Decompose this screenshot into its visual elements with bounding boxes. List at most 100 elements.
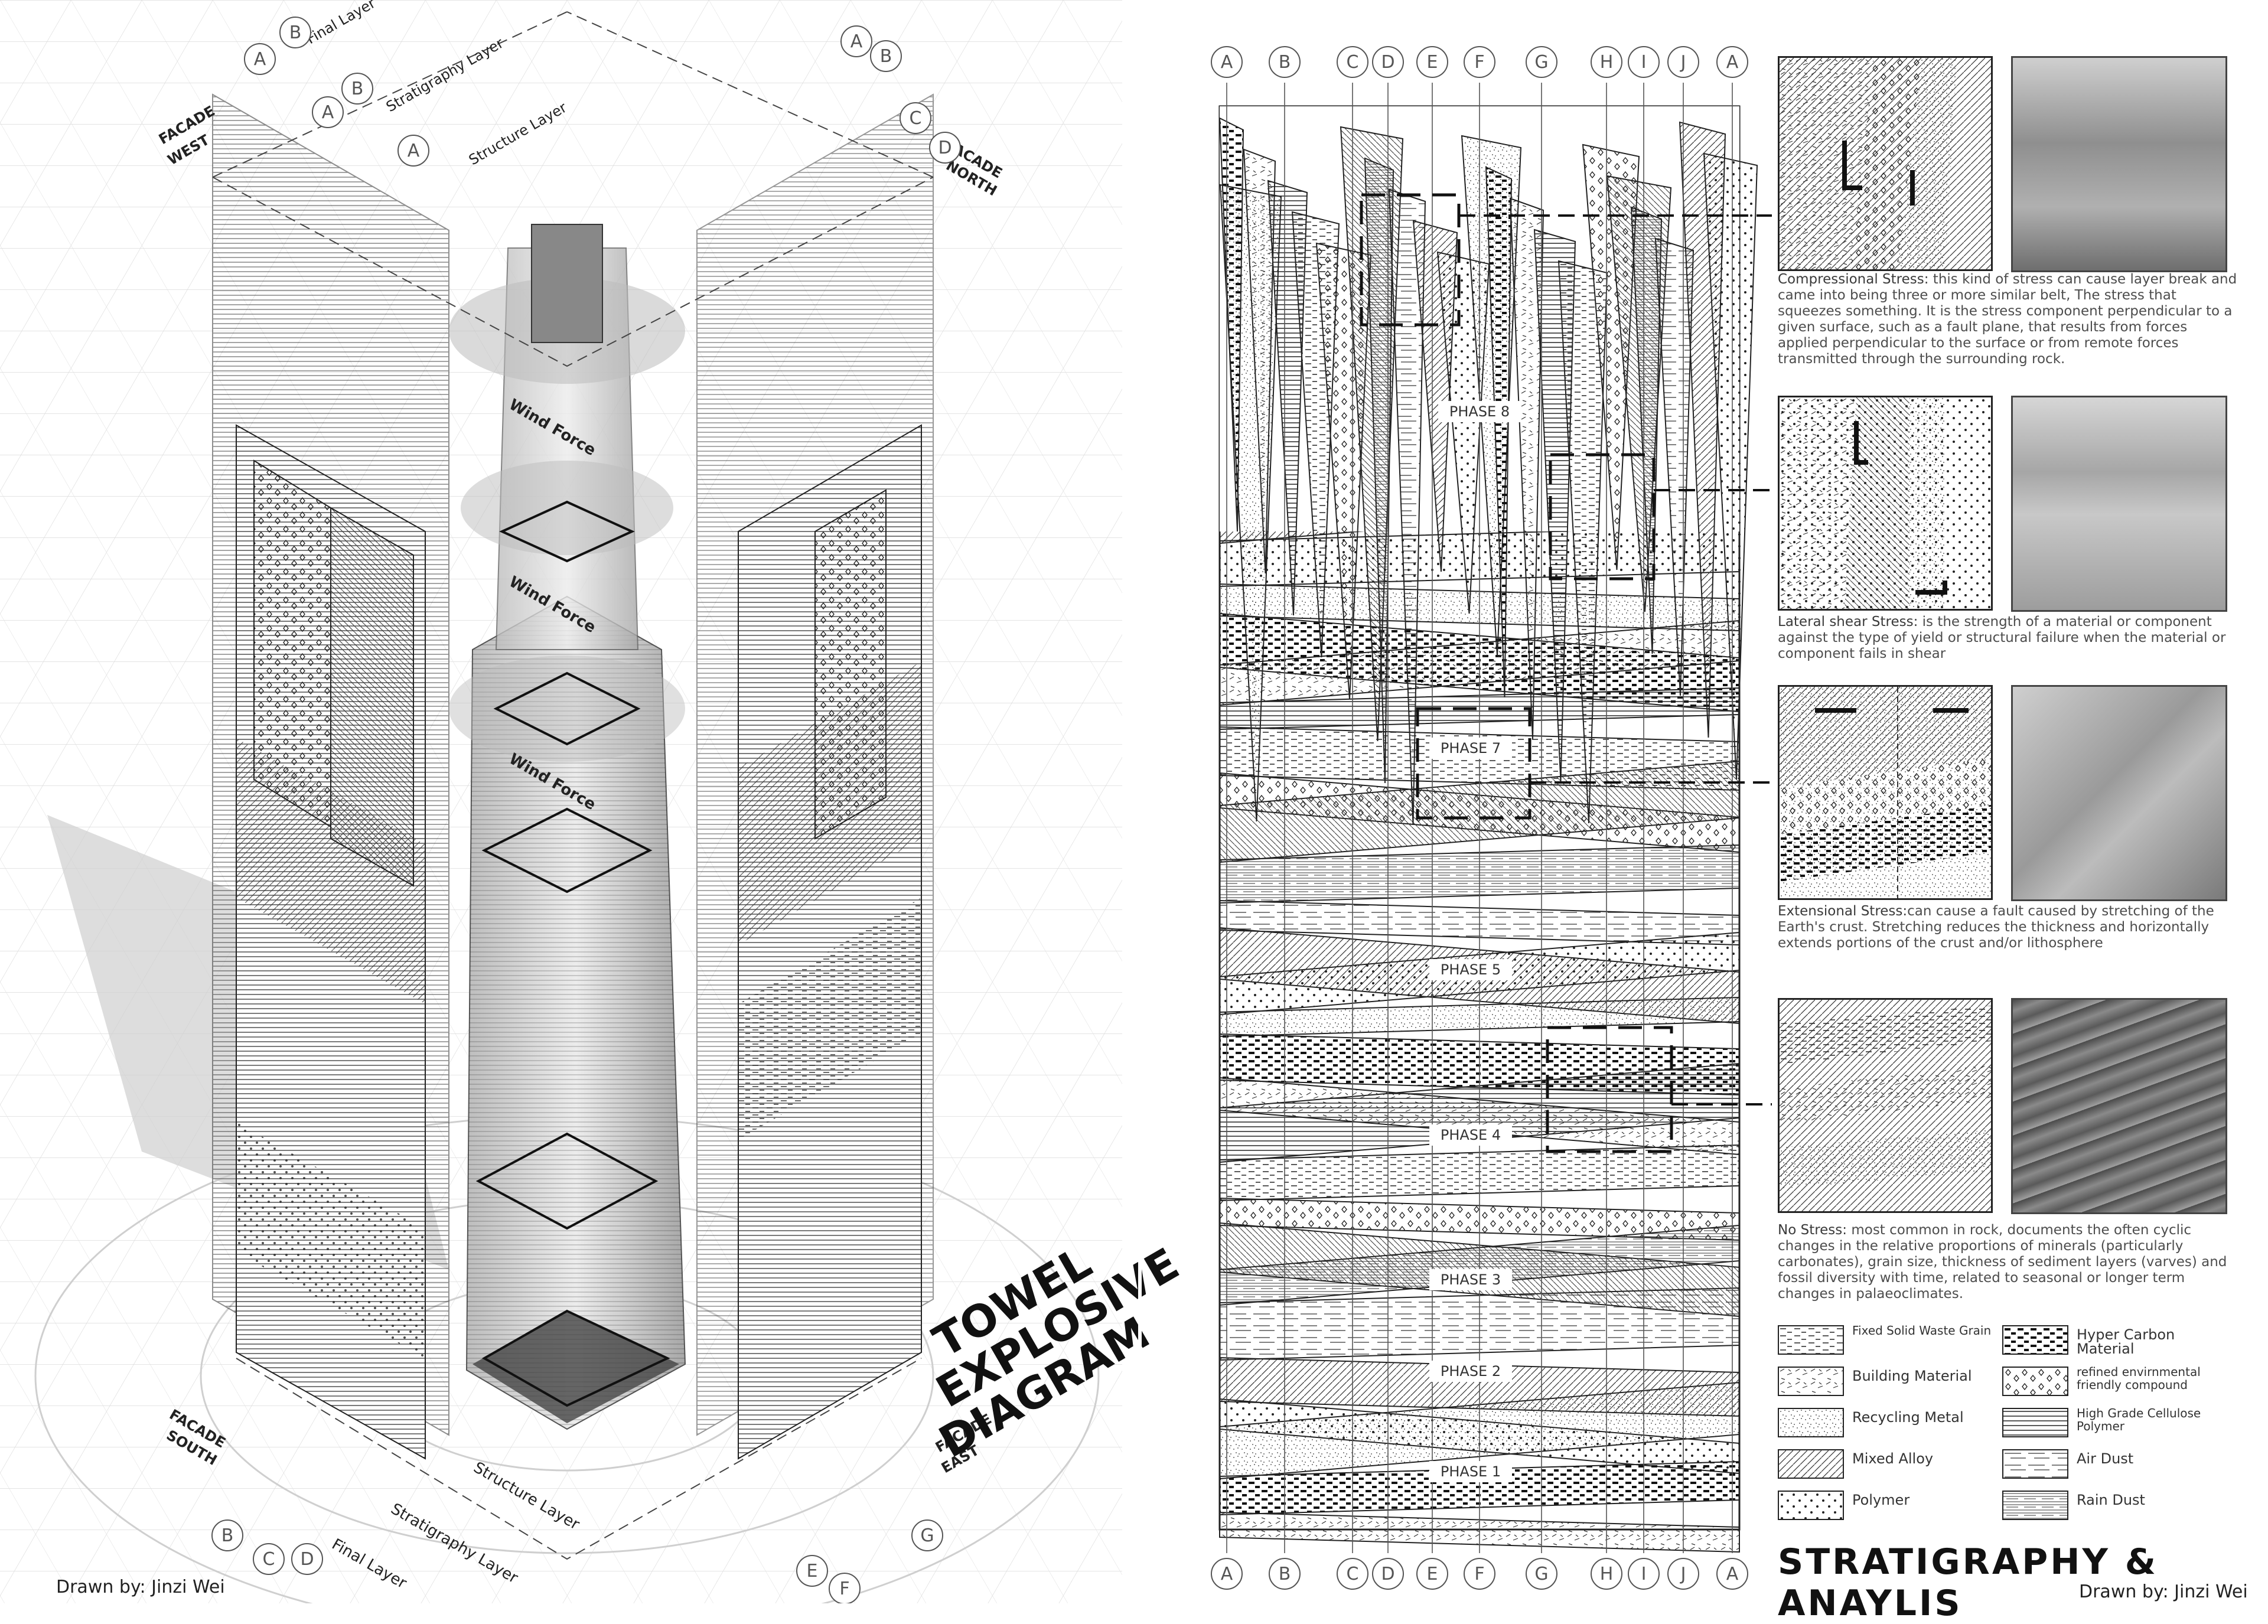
photo-lateral-shear (2011, 396, 2227, 612)
legend-item: Recycling Metal (1778, 1405, 2002, 1441)
lateral-shear-text: is the strength of a material or compone… (1778, 614, 2226, 661)
legend-swatch-air-dust (2002, 1449, 2068, 1479)
central-tower (449, 224, 686, 1430)
svg-text:C: C (1347, 1564, 1359, 1584)
column-bubble-bottom: A (1716, 1558, 1748, 1590)
svg-text:E: E (1427, 52, 1438, 73)
column-bubble-bottom: H (1591, 1558, 1622, 1590)
photo-compressional (2011, 56, 2227, 272)
legend-swatch-polymer (1778, 1491, 1844, 1520)
grid-bubble-bottom: D (291, 1543, 323, 1575)
legend-item: Fixed Solid Waste Grain (1778, 1323, 2002, 1358)
column-bubble-top: C (1337, 46, 1368, 78)
strata-spike (1703, 152, 1758, 780)
phase-label: PHASE 7 (1441, 740, 1501, 756)
photo-no-stress (2011, 998, 2227, 1214)
grid-bubble-bottom: B (211, 1519, 243, 1551)
column-bubble-top: F (1464, 46, 1495, 78)
svg-text:B: B (289, 22, 302, 43)
grid-bubble-top: B (341, 73, 373, 105)
svg-text:J: J (1680, 52, 1686, 73)
column-bubble-top: A (1211, 46, 1243, 78)
svg-text:B: B (221, 1525, 234, 1546)
svg-text:D: D (300, 1549, 314, 1570)
column-bubble-top: A (1716, 46, 1748, 78)
svg-text:B: B (1279, 1564, 1291, 1584)
svg-text:D: D (1381, 52, 1394, 73)
svg-text:J: J (1680, 1564, 1686, 1584)
column-bubble-top: I (1628, 46, 1660, 78)
compressional-description: Compressional Stress: this kind of stres… (1778, 272, 2238, 367)
grid-bubble-top: B (279, 17, 311, 48)
svg-text:E: E (807, 1561, 818, 1581)
svg-text:A: A (1221, 1564, 1233, 1584)
legend-item: Mixed Alloy (1778, 1447, 2002, 1482)
column-bubble-bottom: E (1416, 1558, 1448, 1590)
detail-no-stress (1778, 998, 1993, 1213)
extensional-heading: Extensional Stress: (1778, 904, 1908, 919)
legend-label: refined envirnmental friendly compound (2077, 1365, 2201, 1392)
lateral-shear-description: Lateral shear Stress: is the strength of… (1778, 614, 2238, 662)
svg-text:A: A (1221, 52, 1233, 73)
facade-west-panel (212, 93, 449, 1460)
strata-spike (1557, 260, 1608, 824)
detail-lateral-shear (1778, 396, 1993, 611)
detail-compressional-pattern (1780, 58, 1991, 269)
phase-label-bg (1438, 401, 1521, 422)
grid-bubble-top: A (397, 135, 429, 167)
phase-label-bg (1429, 959, 1512, 980)
legend-swatch-fixed-solid-waste (1778, 1325, 1844, 1355)
credit-left: Drawn by: Jinzi Wei (56, 1577, 225, 1597)
frame-dashed-lines (212, 11, 934, 1560)
legend-label: Hyper Carbon Material (2077, 1326, 2175, 1357)
strata-spike (1654, 237, 1695, 696)
legend-item: Air Dust (2002, 1447, 2227, 1482)
svg-text:H: H (1600, 52, 1614, 73)
svg-text:G: G (920, 1525, 934, 1546)
grid-bubble-top: A (312, 96, 344, 128)
svg-text:A: A (254, 49, 266, 70)
column-bubble-top: E (1416, 46, 1448, 78)
column-bubble-bottom: F (1464, 1558, 1495, 1590)
no-stress-text: most common in rock, documents the often… (1778, 1222, 2227, 1302)
legend-label: High Grade Cellulose Polymer (2077, 1406, 2201, 1433)
svg-text:C: C (263, 1549, 275, 1570)
svg-text:I: I (1641, 1564, 1647, 1584)
svg-text:A: A (322, 102, 334, 123)
column-bubble-bottom: J (1667, 1558, 1699, 1590)
grid-bubble-bottom: F (829, 1573, 861, 1603)
phase-label-bg (1429, 1461, 1512, 1482)
column-bubble-bottom: C (1337, 1558, 1368, 1590)
no-stress-description: No Stress: most common in rock, document… (1778, 1222, 2238, 1302)
column-bubble-top: H (1591, 46, 1622, 78)
detail-lateral-pattern (1780, 397, 1991, 609)
strata-spike (1219, 184, 1282, 822)
grid-bubble-bottom: E (796, 1555, 828, 1587)
legend-item: Building Material (1778, 1364, 2002, 1400)
compressional-text: this kind of stress can cause layer brea… (1778, 272, 2237, 367)
phase-label-bg (1429, 1361, 1512, 1382)
column-bubble-top: G (1526, 46, 1557, 78)
svg-text:A: A (408, 141, 420, 161)
grid-bubble-top: A (244, 43, 276, 75)
svg-text:F: F (1474, 52, 1484, 73)
legend-label: Polymer (1852, 1492, 1910, 1508)
extensional-text: can cause a fault caused by stretching o… (1778, 904, 2214, 951)
legend-item: Hyper Carbon Material (2002, 1323, 2227, 1358)
legend-label: Mixed Alloy (1852, 1450, 1934, 1467)
legend-swatch-building-material (1778, 1367, 1844, 1396)
phase-label: PHASE 3 (1441, 1271, 1501, 1288)
extensional-description: Extensional Stress:can cause a fault cau… (1778, 904, 2238, 951)
column-bubble-bottom: G (1526, 1558, 1557, 1590)
phase-label: PHASE 4 (1441, 1127, 1501, 1143)
legend-item: Rain Dust (2002, 1488, 2227, 1524)
svg-text:B: B (351, 79, 364, 99)
grid-bubble-top: A (840, 25, 872, 57)
detail-boxes (1360, 193, 1673, 1153)
legend-swatch-rain-dust (2002, 1491, 2068, 1520)
legend-label: Building Material (1852, 1368, 1972, 1384)
no-stress-heading: No Stress: (1778, 1222, 1847, 1238)
svg-text:A: A (1726, 1564, 1739, 1584)
phase-label: PHASE 1 (1441, 1463, 1501, 1480)
